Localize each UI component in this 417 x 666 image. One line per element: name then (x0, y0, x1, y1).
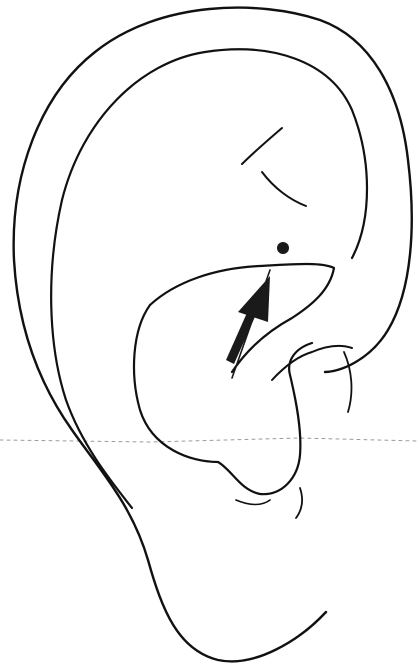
concha-bowl (134, 305, 312, 494)
point-marker-dot (277, 242, 289, 254)
arrow-tail-stroke (232, 270, 270, 378)
lobe-crease (236, 500, 270, 505)
inferior-crus-stroke (262, 172, 306, 206)
tragus-inner (344, 352, 351, 412)
outer-helix-outline (14, 8, 412, 662)
superior-crus-stroke (242, 128, 282, 164)
inner-helix-outline (51, 49, 367, 508)
intertragic-notch (296, 488, 302, 518)
scan-noise-line (0, 438, 417, 442)
tragus-outline (272, 346, 352, 380)
concha-upper-rim (150, 264, 334, 372)
pointer-arrow (226, 270, 270, 378)
